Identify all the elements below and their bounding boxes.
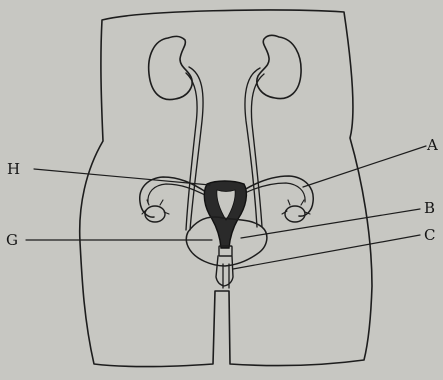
right-ureter-inner	[251, 74, 264, 227]
right-fimbriae	[282, 200, 310, 214]
right-kidney	[257, 35, 301, 98]
right-ovary	[285, 206, 305, 222]
left-kidney	[149, 36, 192, 99]
label-h: H	[7, 160, 20, 178]
label-b-leader	[241, 209, 420, 238]
label-h-leader	[34, 169, 210, 185]
label-a-leader	[303, 146, 426, 187]
label-c: C	[424, 226, 435, 244]
left-fallopian-tube	[140, 177, 206, 217]
right-ureter-outer	[245, 68, 260, 227]
kidneys	[149, 35, 301, 99]
label-a: A	[426, 136, 438, 154]
label-b: B	[424, 199, 435, 217]
left-ureter-inner	[186, 73, 197, 230]
label-c-leader	[233, 235, 420, 269]
label-g: G	[6, 231, 18, 249]
left-ovary	[145, 206, 165, 222]
vagina	[216, 256, 233, 286]
